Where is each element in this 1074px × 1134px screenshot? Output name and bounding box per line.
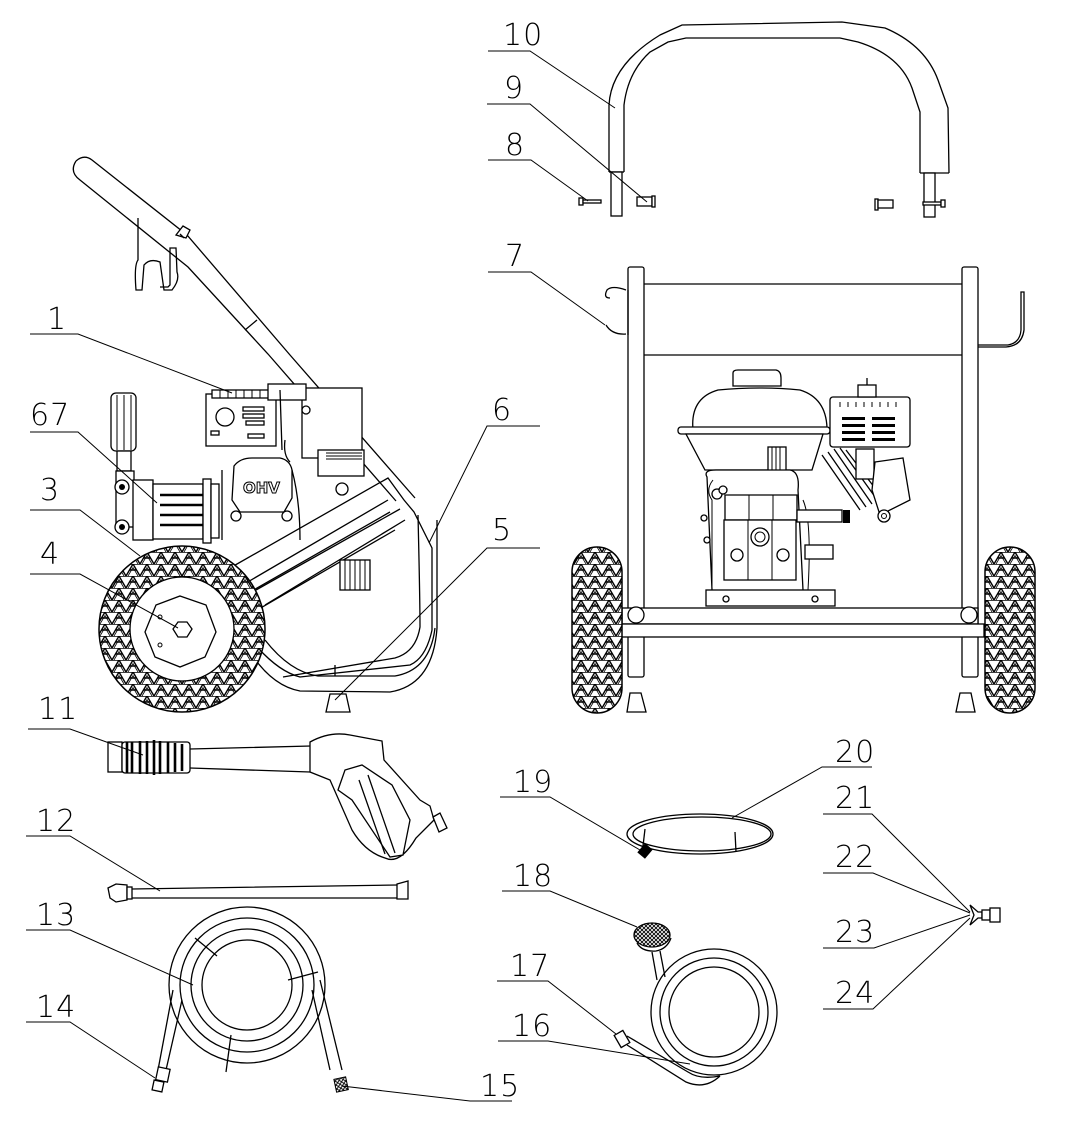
spray-gun — [107, 733, 448, 861]
callout-67: 67 — [30, 398, 158, 504]
svg-text:18: 18 — [513, 859, 553, 894]
svg-text:17: 17 — [510, 949, 550, 984]
callout-1: 1 — [30, 302, 233, 394]
svg-text:12: 12 — [36, 804, 76, 839]
callouts: 10 9 8 7 1 67 3 — [26, 18, 971, 1104]
shroud-vents — [842, 417, 895, 441]
svg-text:16: 16 — [512, 1009, 552, 1044]
handle-nut-right — [874, 198, 894, 211]
handle-bolt-left — [578, 197, 602, 206]
svg-text:13: 13 — [36, 898, 76, 933]
svg-text:1: 1 — [47, 302, 67, 337]
svg-text:22: 22 — [835, 840, 875, 875]
engine-side: OHV — [205, 383, 371, 591]
callout-3: 3 — [30, 473, 141, 557]
svg-text:23: 23 — [835, 915, 875, 950]
callout-18: 18 — [502, 859, 638, 928]
callout-6: 6 — [428, 393, 540, 544]
handle-nut-left — [636, 195, 656, 208]
svg-text:24: 24 — [835, 976, 875, 1011]
front-view-machine — [571, 266, 1036, 714]
detergent-assembly — [613, 922, 778, 1086]
callout-14: 14 — [26, 990, 156, 1079]
svg-text:7: 7 — [505, 239, 525, 274]
svg-text:10: 10 — [503, 18, 543, 53]
callout-22: 22 — [823, 840, 971, 914]
svg-text:14: 14 — [36, 990, 76, 1025]
svg-text:21: 21 — [835, 781, 875, 816]
callout-11: 11 — [28, 692, 144, 756]
pump-side — [110, 392, 220, 544]
svg-text:15: 15 — [480, 1069, 520, 1104]
svg-text:6: 6 — [492, 393, 512, 428]
callout-12: 12 — [26, 804, 161, 892]
lance — [107, 880, 409, 903]
callout-21: 21 — [823, 781, 971, 913]
engine-front — [677, 369, 911, 607]
callout-9: 9 — [487, 71, 648, 203]
svg-text:19: 19 — [513, 765, 553, 800]
svg-text:11: 11 — [38, 692, 78, 727]
svg-text:67: 67 — [30, 398, 70, 433]
svg-text:5: 5 — [492, 513, 512, 548]
handle-bolt-right — [922, 199, 946, 208]
svg-text:8: 8 — [505, 128, 525, 163]
callout-23: 23 — [823, 914, 971, 950]
drain-tube — [626, 813, 774, 859]
callout-13: 13 — [26, 898, 194, 986]
handle-assembly — [578, 21, 950, 218]
nozzle — [969, 904, 1001, 926]
callout-17: 17 — [497, 949, 617, 1035]
hp-hose — [151, 906, 349, 1093]
engine-badge: OHV — [243, 479, 280, 497]
callout-19: 19 — [500, 765, 641, 851]
callout-24: 24 — [823, 917, 971, 1011]
side-view-machine: OHV — [72, 156, 438, 713]
callout-16: 16 — [498, 1009, 691, 1065]
callout-5: 5 — [334, 513, 540, 701]
svg-text:20: 20 — [835, 735, 875, 770]
callout-10: 10 — [488, 18, 616, 109]
callout-7: 7 — [488, 239, 606, 326]
callout-20: 20 — [731, 735, 875, 819]
svg-text:4: 4 — [40, 537, 60, 572]
svg-text:9: 9 — [504, 71, 524, 106]
callout-4: 4 — [30, 537, 179, 629]
front-wheel-right — [984, 546, 1036, 714]
callout-8: 8 — [488, 128, 589, 202]
side-wheel — [98, 545, 266, 713]
svg-text:3: 3 — [40, 473, 60, 508]
callout-15: 15 — [341, 1069, 520, 1104]
front-wheel-left — [571, 546, 623, 714]
